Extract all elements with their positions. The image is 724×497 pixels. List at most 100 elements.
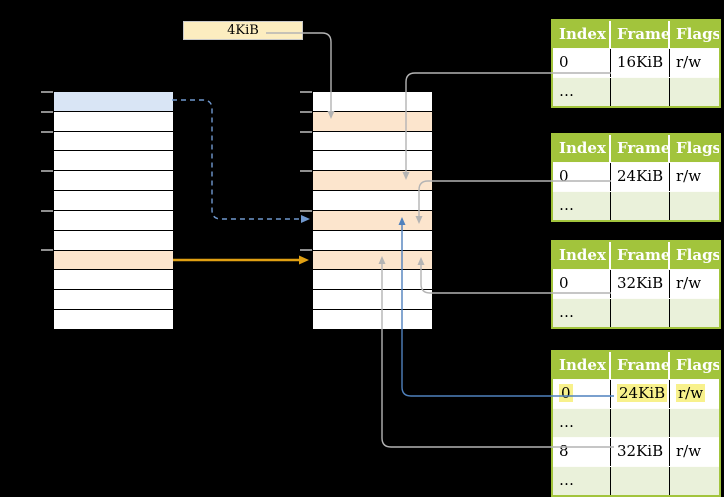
page-table-row: 0 24KiB r/w bbox=[553, 379, 719, 408]
address-tick bbox=[41, 170, 53, 172]
virtual-memory-row bbox=[54, 250, 173, 271]
virtual-memory-row bbox=[54, 92, 173, 112]
column-header: Frame bbox=[611, 135, 670, 162]
column-header: Index bbox=[553, 242, 611, 269]
page-table-cell bbox=[670, 78, 719, 106]
column-header: Frame bbox=[611, 352, 670, 379]
column-header: Index bbox=[553, 21, 611, 48]
page-table-cell: … bbox=[553, 78, 611, 106]
page-table-cell: … bbox=[553, 467, 611, 495]
physical-address-ticks bbox=[300, 91, 312, 331]
page-table-cell bbox=[611, 409, 670, 437]
highlighted-value: 0 bbox=[559, 384, 573, 402]
page-table-cell: 16KiB bbox=[611, 49, 670, 77]
page-table-cell: r/w bbox=[676, 442, 702, 460]
virtual-address-ticks bbox=[41, 91, 53, 331]
column-header: Flags bbox=[676, 139, 719, 157]
page-table-cell: 0 bbox=[553, 270, 611, 298]
column-header: Index bbox=[553, 135, 611, 162]
page-table-row: … bbox=[553, 191, 719, 220]
page-table-cell: … bbox=[553, 192, 611, 220]
page-table-cell: 24KiB bbox=[611, 163, 670, 191]
column-header: Flags bbox=[676, 25, 719, 43]
page-table-cell: … bbox=[553, 299, 611, 327]
physical-memory-row bbox=[313, 131, 432, 152]
physical-memory-row bbox=[313, 290, 432, 311]
virtual-memory-row bbox=[54, 131, 173, 152]
physical-memory-row bbox=[313, 92, 432, 112]
physical-memory-row bbox=[313, 250, 432, 271]
page-table-cell: 32KiB bbox=[611, 270, 670, 298]
page-table-cell bbox=[670, 192, 719, 220]
page-table-cell: 0 bbox=[553, 380, 611, 408]
page-table-cell bbox=[670, 409, 719, 437]
page-table-row: … bbox=[553, 77, 719, 106]
physical-memory-row bbox=[313, 210, 432, 231]
address-tick bbox=[300, 170, 312, 172]
page-table-cell: … bbox=[553, 409, 611, 437]
virtual-memory-row bbox=[54, 210, 173, 231]
column-header: Flags bbox=[676, 246, 719, 264]
physical-memory-row bbox=[313, 151, 432, 172]
page-table-cell: r/w bbox=[676, 53, 702, 71]
page-table-row: … bbox=[553, 466, 719, 495]
page-table-row: … bbox=[553, 408, 719, 437]
frame-size-text: 4KiB bbox=[227, 23, 259, 38]
page-table-cell: 8 bbox=[553, 438, 611, 466]
address-tick bbox=[300, 91, 312, 93]
physical-memory-row bbox=[313, 270, 432, 291]
virtual-memory-row bbox=[54, 230, 173, 251]
column-header: Frame bbox=[611, 242, 670, 269]
address-tick bbox=[41, 91, 53, 93]
page-table-row: … bbox=[553, 298, 719, 327]
physical-memory-array bbox=[312, 91, 433, 330]
page-table-cell: r/w bbox=[676, 274, 702, 292]
page-table-cell bbox=[611, 299, 670, 327]
page-table-cell: r/w bbox=[670, 380, 719, 408]
virtual-memory-row bbox=[54, 171, 173, 192]
physical-memory-row bbox=[313, 230, 432, 251]
physical-memory-row bbox=[313, 191, 432, 211]
page-table-cell: 0 bbox=[553, 49, 611, 77]
page-table-cell bbox=[670, 299, 719, 327]
page-table-cell bbox=[611, 467, 670, 495]
page-table-cell: 32KiB bbox=[611, 438, 670, 466]
virtual-memory-array bbox=[53, 91, 174, 330]
address-tick bbox=[41, 130, 53, 133]
frame-size-label: 4KiB bbox=[183, 21, 303, 40]
page-table-cell bbox=[611, 192, 670, 220]
highlighted-value: 24KiB bbox=[617, 384, 668, 402]
virtual-memory-row bbox=[54, 111, 173, 132]
virtual-memory-row bbox=[54, 270, 173, 291]
page-table-cell: 0 bbox=[553, 163, 611, 191]
column-header: Frame bbox=[611, 21, 670, 48]
connector-virtual-page-dashed bbox=[172, 99, 310, 223]
address-tick bbox=[300, 209, 312, 212]
page-table-cell bbox=[611, 78, 670, 106]
virtual-memory-row bbox=[54, 191, 173, 211]
address-tick bbox=[300, 110, 312, 113]
address-tick bbox=[300, 130, 312, 133]
virtual-memory-row bbox=[54, 310, 173, 329]
virtual-memory-row bbox=[54, 290, 173, 311]
page-table-cell: 24KiB bbox=[611, 380, 670, 408]
physical-memory-row bbox=[313, 310, 432, 329]
page-table-cell bbox=[670, 467, 719, 495]
column-header: Index bbox=[553, 352, 611, 379]
address-tick bbox=[41, 209, 53, 212]
page-table-cell: r/w bbox=[676, 167, 702, 185]
address-tick bbox=[300, 249, 312, 251]
column-header: Flags bbox=[676, 356, 719, 374]
highlighted-value: r/w bbox=[676, 384, 706, 402]
